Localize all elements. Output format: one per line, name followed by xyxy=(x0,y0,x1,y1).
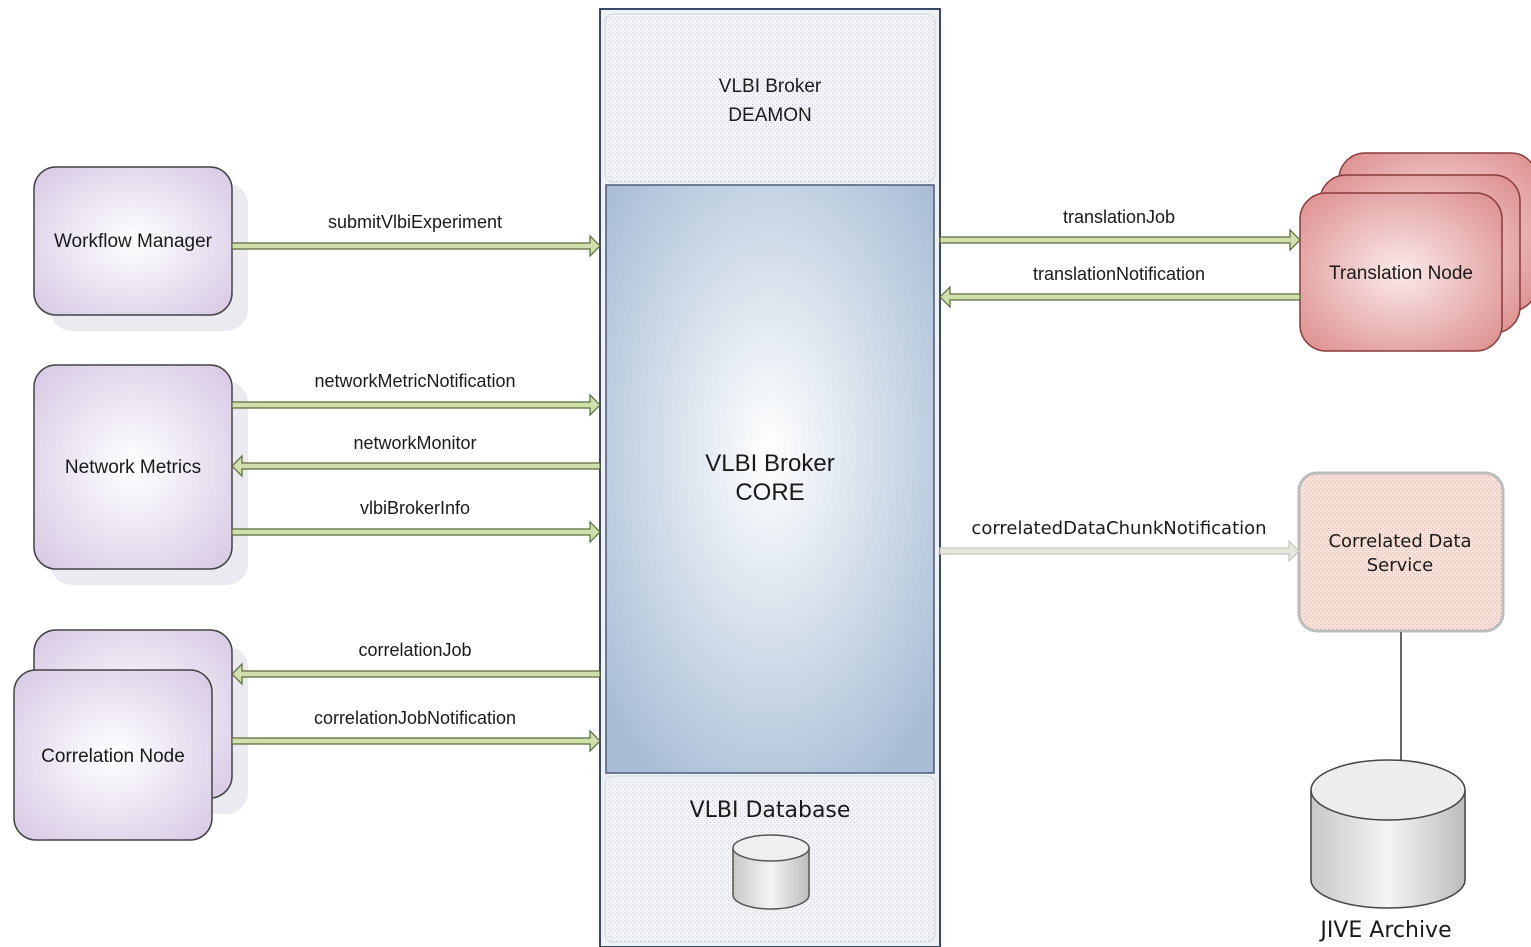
translation-node: Translation Node xyxy=(1299,152,1531,352)
arrow-vlbi-broker-info xyxy=(231,520,601,544)
core-title-line1: VLBI Broker xyxy=(705,450,834,477)
translation-node-label: Translation Node xyxy=(1329,263,1473,284)
arrow-correlation-job-notification xyxy=(231,729,601,753)
network-metrics-node: Network Metrics xyxy=(33,364,248,585)
arrow-translation-job xyxy=(939,228,1301,252)
arrow-network-metric-notification xyxy=(231,393,601,417)
network-metrics-label: Network Metrics xyxy=(65,457,201,478)
arrow-correlated-data-chunk-notification xyxy=(939,539,1300,563)
correlation-node-label: Correlation Node xyxy=(41,746,185,767)
archive-cylinder-icon xyxy=(1310,759,1466,909)
correlation-node: Correlation Node xyxy=(13,629,248,841)
label-network-metric-notification: networkMetricNotification xyxy=(314,371,515,391)
label-translation-notification: translationNotification xyxy=(1033,264,1205,284)
arrow-network-monitor xyxy=(231,454,601,478)
jive-archive: JIVE Archive xyxy=(1310,759,1466,943)
database-icon xyxy=(732,834,810,910)
label-correlated-data-chunk-notification: correlatedDataChunkNotification xyxy=(971,518,1266,539)
label-translation-job: translationJob xyxy=(1063,207,1175,227)
label-submit-vlbi-experiment: submitVlbiExperiment xyxy=(328,212,502,232)
label-network-monitor: networkMonitor xyxy=(353,433,476,453)
workflow-manager-label: Workflow Manager xyxy=(54,231,213,252)
core-title-line2: CORE xyxy=(735,479,804,506)
label-vlbi-broker-info: vlbiBrokerInfo xyxy=(360,498,470,518)
daemon-title-line2: DEAMON xyxy=(728,105,811,126)
label-correlation-job: correlationJob xyxy=(358,640,471,660)
daemon-title-line1: VLBI Broker xyxy=(719,76,822,97)
database-title: VLBI Database xyxy=(690,798,851,823)
jive-archive-label: JIVE Archive xyxy=(1318,918,1451,943)
arrow-submit-vlbi-experiment xyxy=(231,234,601,258)
workflow-manager-node: Workflow Manager xyxy=(33,166,248,331)
correlated-data-service-label-line1: Correlated Data xyxy=(1328,531,1471,552)
broker-core-panel: VLBI Broker CORE xyxy=(605,184,935,774)
arrow-correlation-job xyxy=(231,662,601,686)
broker-daemon-panel: VLBI Broker DEAMON xyxy=(604,13,936,183)
arrow-translation-notification xyxy=(939,285,1301,309)
broker-database-panel: VLBI Database xyxy=(604,775,936,943)
correlated-data-service-node: Correlated Data Service xyxy=(1297,471,1505,633)
label-correlation-job-notification: correlationJobNotification xyxy=(314,708,516,728)
correlated-data-service-label-line2: Service xyxy=(1367,555,1434,576)
broker-column: VLBI Broker DEAMON VLBI Broker CORE VLBI… xyxy=(599,8,941,947)
